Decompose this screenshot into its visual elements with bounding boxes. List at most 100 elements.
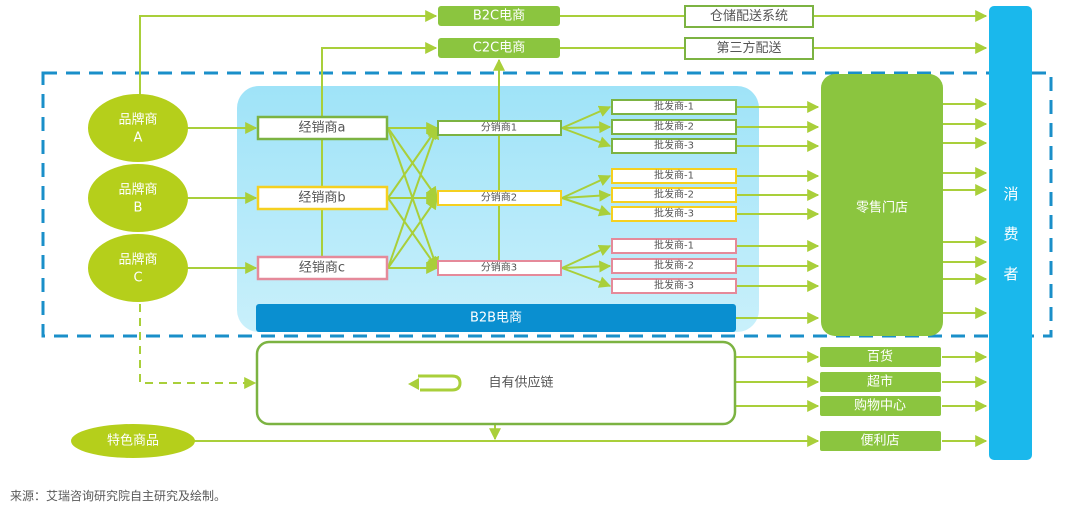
- channel-node-c2c[interactable]: C2C电商: [438, 38, 560, 58]
- dealer-label: 经销商a: [299, 121, 346, 136]
- dealer-box[interactable]: [256, 115, 389, 141]
- channel-label: B2C电商: [473, 9, 525, 24]
- distributor-node[interactable]: 分销商3: [437, 260, 562, 276]
- dealer-to-distributor-line: [387, 126, 440, 269]
- consumer-bar[interactable]: [989, 6, 1032, 460]
- consumer-char: 者: [1003, 265, 1018, 283]
- wholesaler-node[interactable]: 批发商-3: [611, 138, 737, 154]
- loop-arrow-head: [408, 378, 419, 390]
- specialty-goods-node[interactable]: 特色商品: [71, 424, 195, 458]
- channel-node-b2c[interactable]: B2C电商: [438, 6, 560, 26]
- retail-format-box[interactable]: [820, 431, 941, 451]
- distributor-label: 分销商1: [481, 121, 517, 134]
- brand-label: 品牌商: [118, 182, 157, 198]
- retail-format-node[interactable]: 购物中心: [820, 396, 941, 416]
- wholesaler-node[interactable]: 批发商-3: [611, 206, 737, 222]
- own-supply-chain-box[interactable]: [255, 340, 737, 426]
- channel-box[interactable]: [438, 6, 560, 26]
- wholesaler-label: 批发商-3: [654, 207, 694, 220]
- dealer-label: 经销商c: [299, 261, 345, 276]
- distributor-to-wholesaler-line: [561, 267, 612, 288]
- specialty-goods-label: 特色商品: [107, 433, 159, 449]
- wholesaler-box[interactable]: [611, 258, 737, 274]
- wholesaler-box[interactable]: [611, 238, 737, 254]
- retail-format-node[interactable]: 便利店: [820, 431, 941, 451]
- retail-format-node[interactable]: 超市: [820, 372, 941, 392]
- wholesaler-box[interactable]: [611, 138, 737, 154]
- distributor-node[interactable]: 分销商2: [437, 190, 562, 206]
- distributor-label: 分销商2: [481, 191, 517, 204]
- retail-format-box[interactable]: [820, 396, 941, 416]
- logistics-box[interactable]: [684, 37, 814, 60]
- dealer-box[interactable]: [256, 255, 389, 281]
- brand-ellipse[interactable]: [88, 234, 188, 302]
- wholesaler-node[interactable]: 批发商-1: [611, 168, 737, 184]
- distributor-to-wholesaler-line: [561, 175, 612, 199]
- distributor-box[interactable]: [437, 190, 562, 206]
- dealer-node[interactable]: 经销商a: [256, 115, 389, 141]
- b2b-bar[interactable]: [256, 304, 736, 332]
- retail-store-label: 零售门店: [856, 200, 908, 216]
- retail-store-node[interactable]: 零售门店: [821, 74, 943, 336]
- wholesaler-node[interactable]: 批发商-2: [611, 187, 737, 203]
- wholesaler-node[interactable]: 批发商-1: [611, 238, 737, 254]
- retail-format-node[interactable]: 百货: [820, 347, 941, 367]
- brand-letter: A: [134, 131, 143, 146]
- retail-format-label: 购物中心: [854, 398, 906, 414]
- consumer-node[interactable]: 消费者: [989, 6, 1032, 460]
- wholesaler-box[interactable]: [611, 168, 737, 184]
- wholesaler-box[interactable]: [611, 206, 737, 222]
- specialty-goods-ellipse[interactable]: [71, 424, 195, 458]
- retail-format-box[interactable]: [820, 372, 941, 392]
- wholesaler-label: 批发商-1: [654, 239, 694, 252]
- channel-label: C2C电商: [473, 41, 525, 56]
- distributor-label: 分销商3: [481, 261, 517, 274]
- wholesaler-node[interactable]: 批发商-2: [611, 258, 737, 274]
- wholesaler-box[interactable]: [611, 119, 737, 135]
- logistics-node[interactable]: 第三方配送: [684, 37, 814, 60]
- brand-letter: C: [133, 271, 142, 286]
- wholesaler-box[interactable]: [611, 278, 737, 294]
- loop-arrow-icon: [408, 374, 462, 392]
- wholesaler-box[interactable]: [611, 99, 737, 115]
- logistics-node[interactable]: 仓储配送系统: [684, 5, 814, 28]
- distributor-to-wholesaler-line: [561, 245, 612, 269]
- wholesaler-label: 批发商-3: [654, 279, 694, 292]
- own-supply-chain-node[interactable]: 自有供应链: [255, 340, 737, 426]
- logistics-box[interactable]: [684, 5, 814, 28]
- loop-arrow-path: [418, 374, 462, 392]
- retail-format-label: 超市: [867, 374, 893, 390]
- dealer-box[interactable]: [256, 185, 389, 211]
- source-note: 来源：艾瑞咨询研究院自主研究及绘制。: [10, 489, 227, 503]
- wholesaler-label: 批发商-1: [654, 100, 694, 113]
- wholesaler-node[interactable]: 批发商-1: [611, 99, 737, 115]
- distributor-node[interactable]: 分销商1: [437, 120, 562, 136]
- retail-format-box[interactable]: [820, 347, 941, 367]
- retail-store-box[interactable]: [821, 74, 943, 336]
- channel-box[interactable]: [438, 38, 560, 58]
- dealer-to-distributor-line: [387, 197, 438, 269]
- distributor-box[interactable]: [437, 120, 562, 136]
- brand-ellipse[interactable]: [88, 164, 188, 232]
- brand-ellipse[interactable]: [88, 94, 188, 162]
- distributor-to-wholesaler-line: [561, 197, 612, 217]
- dealer-node[interactable]: 经销商c: [256, 255, 389, 281]
- consumer-char: 费: [1003, 225, 1018, 243]
- logistics-label: 第三方配送: [716, 40, 781, 56]
- distributor-to-wholesaler-line: [561, 189, 612, 202]
- wholesaler-node[interactable]: 批发商-3: [611, 278, 737, 294]
- brand-to-b2c-line: [139, 10, 438, 108]
- wholesaler-box[interactable]: [611, 187, 737, 203]
- dealer-node[interactable]: 经销商b: [256, 185, 389, 211]
- retail-format-label: 百货: [867, 349, 893, 365]
- dealer-label: 经销商b: [298, 191, 345, 206]
- distributor-to-wholesaler-line: [561, 105, 612, 129]
- wholesaler-node[interactable]: 批发商-2: [611, 119, 737, 135]
- distributor-box[interactable]: [437, 260, 562, 276]
- b2b-ecommerce-node[interactable]: B2B电商: [256, 304, 736, 332]
- consumer-char: 消: [1003, 185, 1018, 203]
